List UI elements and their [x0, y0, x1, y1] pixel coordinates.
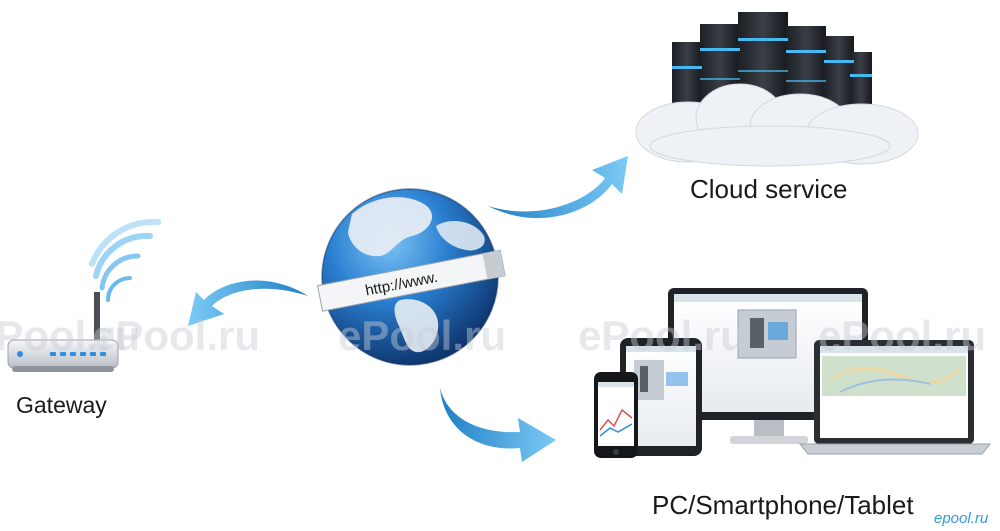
wifi-icon	[89, 218, 161, 302]
cloud-shape	[635, 83, 919, 167]
watermark-text: ePool.ru	[92, 312, 261, 359]
router-icon	[7, 218, 161, 372]
devices-icon	[594, 288, 992, 458]
laptop	[798, 340, 992, 455]
smartphone	[594, 372, 638, 458]
router-antenna	[94, 292, 100, 342]
globe-icon: http://www.	[316, 188, 506, 366]
cloud-service-label: Cloud service	[690, 174, 848, 204]
watermark-text: ePool.ru	[818, 312, 987, 359]
arrow-to-gateway	[188, 280, 308, 326]
corner-logo: epool.ru	[934, 510, 989, 527]
gateway-label: Gateway	[16, 392, 107, 418]
arrow-to-cloud	[488, 156, 628, 219]
watermark-text: ePool.ru	[338, 312, 507, 359]
arrow-to-devices	[440, 388, 556, 462]
watermark-text: ePool.ru	[578, 312, 747, 359]
cloud-server-icon	[635, 12, 919, 167]
watermark-text: ePool.ru	[0, 312, 141, 359]
server-rack-group	[672, 12, 872, 118]
devices-label: PC/Smartphone/Tablet	[652, 490, 914, 520]
router-leds	[50, 352, 106, 356]
router-power-led	[17, 351, 23, 357]
